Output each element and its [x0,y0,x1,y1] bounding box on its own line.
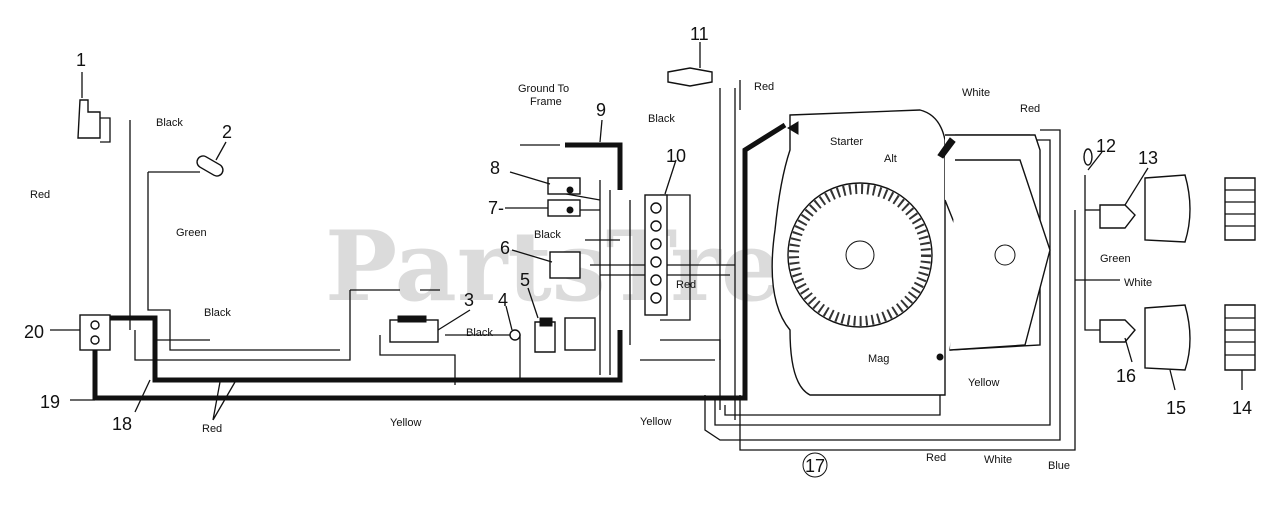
label-green-left: Green [176,227,207,239]
part-15-16-headlight-bottom [1099,304,1191,371]
label-green-right: Green [1100,253,1131,265]
label-red-mid: Red [676,279,696,291]
callout-19: 19 [40,392,60,412]
label-white-bottom: White [984,454,1012,466]
label-red-bottom: Red [926,452,946,464]
part-5-switch [534,317,556,353]
label-alt: Alt [884,153,897,165]
callout-numbers: 1 2 3 4 5 6 7- 8 9 10 11 12 13 14 15 16 … [24,24,1252,476]
wire-labels: Black Red Green Black Ground To Frame Bl… [30,81,1152,472]
main-harness [92,122,787,401]
callout-6: 6 [500,238,510,258]
part-3-solenoid [389,315,439,343]
label-yellow-right: Yellow [968,377,999,389]
part-4-connector [509,329,521,341]
callout-3: 3 [464,290,474,310]
part-11-spark-plug [667,67,713,87]
label-yellow-mid: Yellow [640,416,671,428]
label-white-right: White [1124,277,1152,289]
part-6-switch [549,251,581,279]
callout-18: 18 [112,414,132,434]
callout-15: 15 [1166,398,1186,418]
part-20-ignition [79,314,111,351]
label-black-bottom: Black [204,307,231,319]
label-starter: Starter [830,136,863,148]
label-red-bottom-left: Red [202,423,222,435]
watermark-text: PartsTree [325,210,843,323]
part-7-8-switches [547,177,581,217]
engine [771,109,1051,478]
callout-20: 20 [24,322,44,342]
label-black-1: Black [156,117,183,129]
part-12-13-headlight-socket-top [1083,148,1191,243]
label-red-top: Red [1020,103,1040,115]
label-white-top: White [962,87,990,99]
callout-9: 9 [596,100,606,120]
leader-lines [50,42,1243,421]
label-frame: Frame [530,96,562,108]
callout-13: 13 [1138,148,1158,168]
callout-5: 5 [520,270,530,290]
callout-16: 16 [1116,366,1136,386]
thin-wires [129,80,1120,451]
part-14-bulbs [1224,177,1256,371]
label-mag: Mag [868,353,889,365]
callout-12: 12 [1096,136,1116,156]
part-1-key-switch [77,99,111,143]
callout-1: 1 [76,50,86,70]
part-2-fuse [196,155,224,177]
label-yellow-left: Yellow [390,417,421,429]
label-red-11: Red [754,81,774,93]
label-black-9: Black [648,113,675,125]
callout-14: 14 [1232,398,1252,418]
label-black-6: Black [534,229,561,241]
callout-7: 7- [488,198,504,218]
callout-8: 8 [490,158,500,178]
label-ground: Ground To [518,83,569,95]
label-black-3: Black [466,327,493,339]
part-10-connector-block [564,194,668,351]
label-red-left: Red [30,189,50,201]
callout-4: 4 [498,290,508,310]
callout-10: 10 [666,146,686,166]
callout-11: 11 [690,24,709,44]
callout-17: 17 [805,456,825,476]
callout-2: 2 [222,122,232,142]
label-blue-bottom: Blue [1048,460,1070,472]
